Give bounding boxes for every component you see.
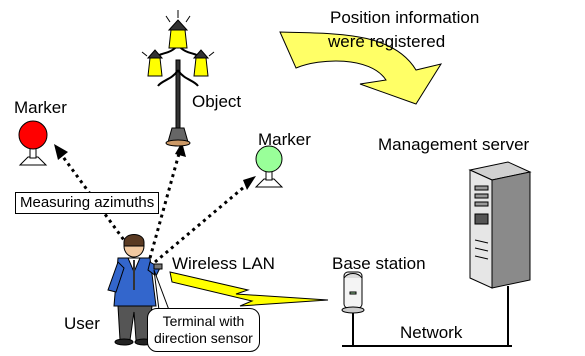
object-label: Object <box>192 92 242 111</box>
terminal-label-line2: direction sensor <box>154 330 253 346</box>
measuring-arrowheads <box>54 142 256 190</box>
arrowhead-left-icon <box>54 144 68 160</box>
marker-right-icon <box>254 145 284 188</box>
arrowhead-object-icon <box>175 142 186 157</box>
wireless-lan-label: Wireless LAN <box>172 254 275 273</box>
marker-right-label: Marker <box>258 130 311 149</box>
registration-label-line1: Position information <box>330 8 480 27</box>
base-station-icon <box>341 271 365 314</box>
street-lamp-icon <box>141 10 215 147</box>
lightning-bolt-icon <box>169 271 329 307</box>
user-label: User <box>64 314 100 333</box>
registration-label-line2: were registered <box>328 32 446 51</box>
measuring-azimuths-label: Measuring azimuths <box>15 192 160 214</box>
azimuth-line-object <box>148 149 182 259</box>
network-label: Network <box>400 323 463 342</box>
marker-left-label: Marker <box>14 98 67 117</box>
user-person-icon <box>107 234 163 346</box>
management-server-label: Management server <box>378 135 530 154</box>
terminal-callout: Terminal with direction sensor <box>147 308 260 352</box>
network-lines <box>342 286 512 347</box>
arrowhead-right-icon <box>243 176 256 190</box>
terminal-label-line1: Terminal with <box>162 313 245 329</box>
azimuth-line-right-marker <box>154 180 251 264</box>
server-tower-icon <box>468 161 532 289</box>
base-station-label: Base station <box>332 254 426 273</box>
registration-arrow <box>279 31 443 105</box>
marker-left-icon <box>18 120 48 166</box>
